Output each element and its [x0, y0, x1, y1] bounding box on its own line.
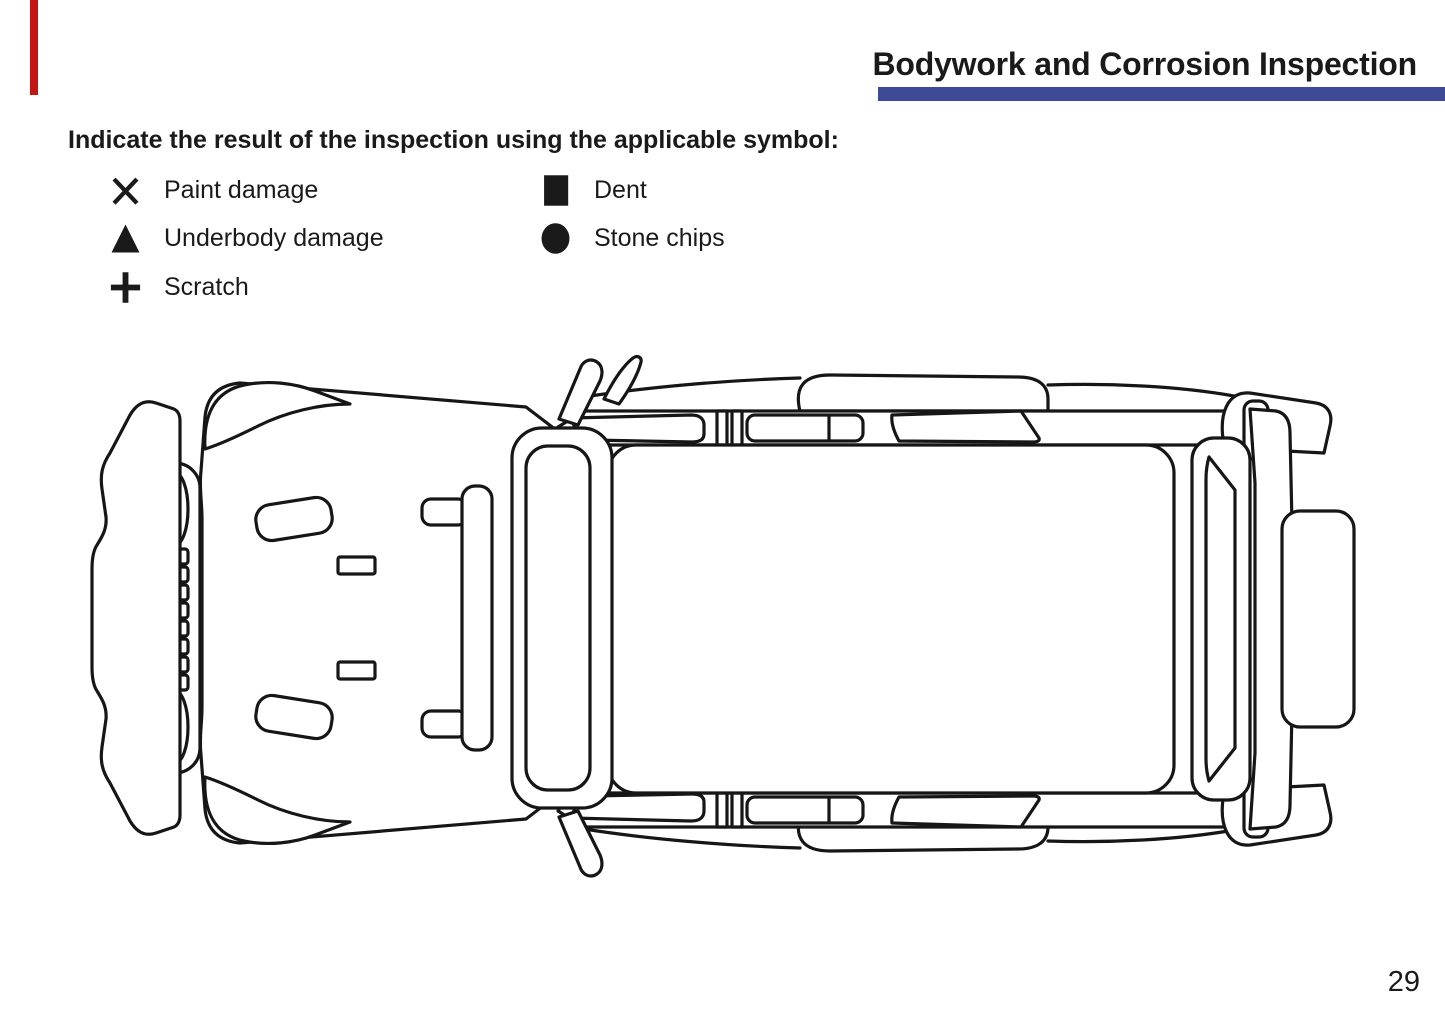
b-pillar-bar-top-2: [730, 409, 744, 447]
soft-top-edge-rear-top: [1046, 382, 1236, 398]
roof-opening: [606, 443, 1176, 795]
plus-symbol-icon: [108, 270, 142, 304]
triangle-symbol-icon: [108, 221, 142, 255]
tailgate: [1248, 407, 1296, 831]
side-mirror-bottom: [557, 809, 604, 878]
windshield-glass: [524, 444, 592, 792]
vehicle-diagram-container: [88, 352, 1368, 904]
washer-nozzle-top: [336, 555, 377, 576]
soft-top-edge-front-bottom: [582, 827, 802, 850]
x-mark-symbol-icon: [108, 173, 142, 207]
legend-item-underbody-damage: Underbody damage: [108, 221, 384, 255]
instruction-text: Indicate the result of the inspection us…: [68, 126, 839, 154]
circle-symbol-icon: [538, 221, 572, 255]
antenna: [602, 355, 643, 406]
cowl-panel: [460, 484, 494, 752]
b-pillar-bar-top-1: [715, 409, 729, 447]
title-underline: [878, 87, 1445, 101]
legend-label: Paint damage: [164, 175, 319, 204]
legend-item-stone-chips: Stone chips: [538, 221, 725, 255]
rear-window-glass: [1204, 455, 1237, 783]
b-pillar-bar-bottom-2: [730, 791, 744, 829]
legend-item-dent: Dent: [538, 173, 647, 207]
rear-door-window-bottom: [745, 795, 865, 825]
hood-body: [198, 381, 562, 845]
hood-latch-top: [254, 495, 334, 543]
legend-item-paint-damage: Paint damage: [108, 173, 318, 207]
washer-nozzle-bottom: [336, 660, 377, 681]
legend-item-scratch: Scratch: [108, 270, 249, 304]
soft-top-edge-rear-bottom: [1046, 828, 1236, 844]
vehicle-top-view-diagram: [90, 355, 1356, 878]
quarter-window-top: [890, 409, 1041, 444]
front-bumper: [90, 400, 182, 836]
square-symbol-icon: [538, 173, 572, 207]
section-edge-tab: [30, 0, 38, 95]
side-mirror-top: [557, 358, 604, 427]
hood-latch-bottom: [254, 693, 334, 741]
legend-label: Stone chips: [594, 223, 725, 252]
quarter-window-bottom: [890, 794, 1041, 829]
legend-label: Underbody damage: [164, 223, 384, 252]
rear-door-window-top: [745, 413, 865, 443]
page-number: 29: [1387, 966, 1420, 998]
legend-label: Scratch: [164, 272, 249, 301]
legend-label: Dent: [594, 175, 647, 204]
windshield-hinge-top: [420, 497, 469, 527]
spare-tire: [1280, 509, 1356, 729]
windshield-hinge-bottom: [420, 709, 469, 739]
rear-fender-flare-top: [796, 373, 1050, 413]
front-fender-flare-top: [203, 380, 352, 451]
front-fender-flare-bottom: [203, 775, 352, 846]
b-pillar-bar-bottom-1: [715, 791, 729, 829]
page-title: Bodywork and Corrosion Inspection: [872, 46, 1417, 82]
